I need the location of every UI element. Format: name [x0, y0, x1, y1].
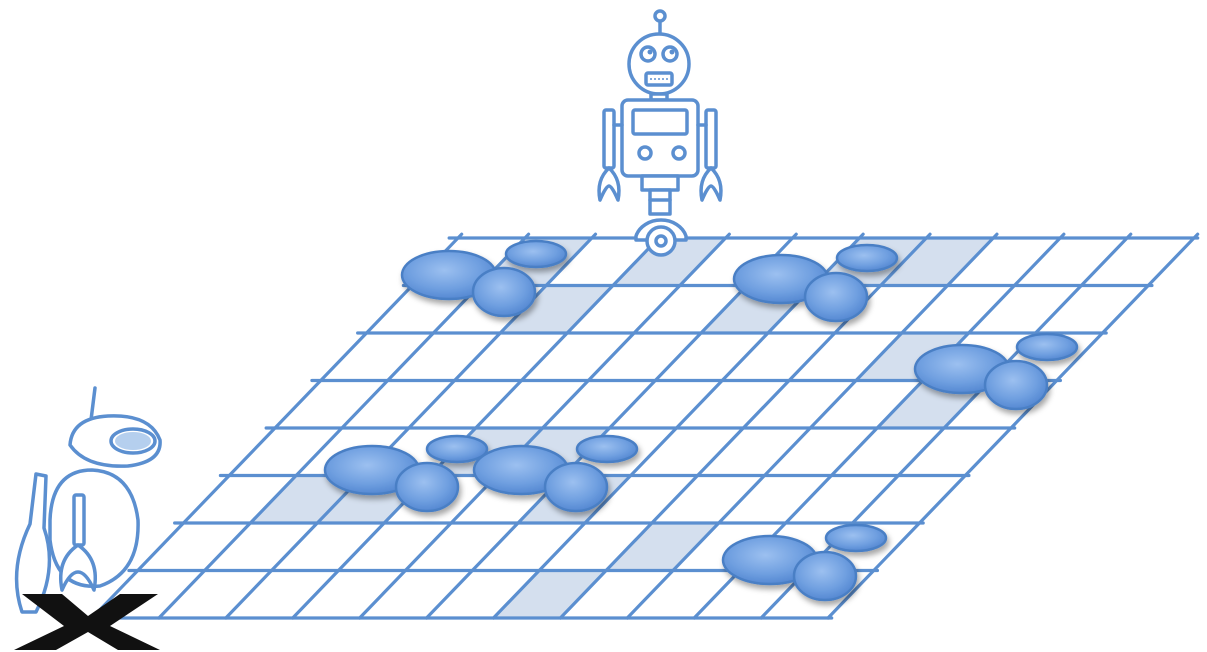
robot-icon — [597, 9, 723, 257]
grid-column-line — [558, 232, 932, 620]
highlighted-cell — [250, 475, 364, 523]
grid-column-line — [826, 232, 1200, 620]
obstacle-cluster — [732, 243, 899, 323]
x-mark-icon — [14, 594, 160, 650]
rover-robot-icon — [14, 386, 162, 614]
obstacle-cluster — [913, 332, 1079, 411]
obstacle-cluster — [472, 434, 639, 513]
obstacles — [323, 239, 1079, 602]
grid-column-line — [424, 232, 798, 620]
highlighted-cell — [856, 333, 969, 381]
grid-column-line — [291, 232, 664, 620]
highlighted-cell — [606, 523, 719, 571]
grid-column-line — [90, 232, 464, 620]
grid-column-line — [224, 232, 598, 620]
highlighted-cell — [500, 285, 613, 333]
grid-column-line — [625, 232, 999, 620]
highlighted-cell — [493, 570, 607, 618]
highlighted-cell — [612, 238, 726, 286]
highlighted-cell — [880, 238, 994, 286]
grid-column-line — [358, 232, 731, 620]
obstacle-cluster — [721, 523, 888, 602]
obstacle-cluster — [400, 239, 568, 318]
obstacle-cluster — [323, 434, 489, 513]
